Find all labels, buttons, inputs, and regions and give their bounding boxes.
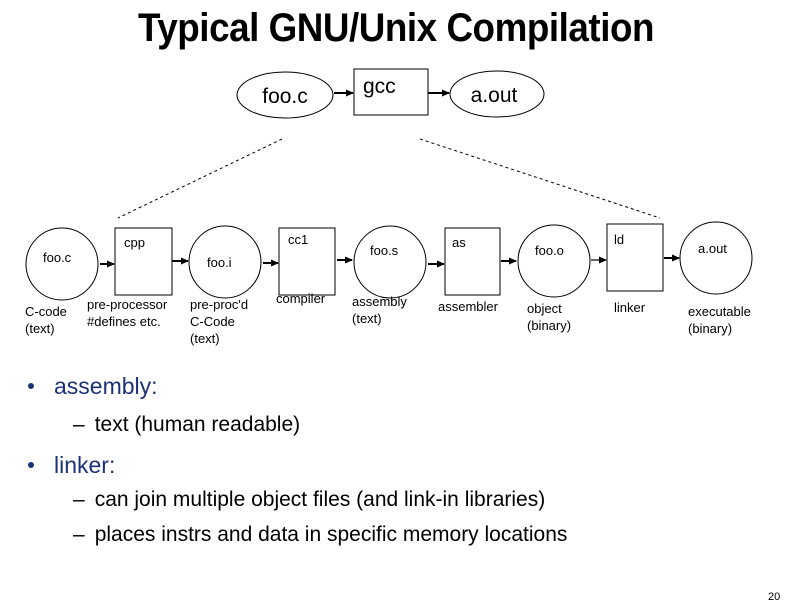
tool-node-as bbox=[444, 227, 501, 296]
sub-bullet-item: –can join multiple object files (and lin… bbox=[73, 488, 545, 512]
file-caption: (text) bbox=[190, 331, 220, 346]
file-caption: pre-proc'd bbox=[190, 297, 248, 312]
file-node-foo-s bbox=[353, 225, 427, 299]
bullet-dot-icon bbox=[28, 461, 34, 468]
file-node-foo-i bbox=[188, 225, 262, 299]
tool-caption: linker bbox=[614, 300, 646, 315]
bullet-item: linker: bbox=[28, 452, 115, 479]
file-caption: (binary) bbox=[527, 318, 571, 333]
overview-output-label: a.out bbox=[471, 84, 518, 107]
file-caption: (text) bbox=[25, 321, 55, 336]
dash-icon: – bbox=[73, 413, 85, 436]
tool-caption: compiler bbox=[276, 291, 326, 306]
sub-bullet-item: –text (human readable) bbox=[73, 413, 300, 437]
overview-row: foo.c gcc a.out bbox=[236, 68, 545, 119]
file-caption: C-Code bbox=[190, 314, 235, 329]
sub-bullet-item: –places instrs and data in specific memo… bbox=[73, 523, 567, 547]
file-node-foo-o bbox=[517, 224, 591, 298]
file-caption: object bbox=[527, 301, 562, 316]
dash-icon: – bbox=[73, 523, 85, 546]
slide-title: Typical GNU/Unix Compilation bbox=[137, 6, 655, 50]
dash-icon: – bbox=[73, 488, 85, 511]
pipeline-row: foo.c C-code (text) cpp pre-processor #d… bbox=[25, 221, 753, 346]
tool-node-ld bbox=[606, 223, 664, 292]
tool-label-ld: ld bbox=[614, 232, 624, 247]
file-label-a-out: a.out bbox=[698, 241, 727, 256]
file-label-foo-c: foo.c bbox=[43, 250, 72, 265]
file-label-foo-i: foo.i bbox=[207, 255, 232, 270]
overview-input-label: foo.c bbox=[262, 85, 308, 108]
tool-label-as: as bbox=[452, 235, 466, 250]
tool-caption: assembler bbox=[438, 299, 499, 314]
tool-caption: pre-processor bbox=[87, 297, 168, 312]
tool-label-cpp: cpp bbox=[124, 235, 145, 250]
bullet-dot-icon bbox=[28, 382, 34, 389]
file-label-foo-s: foo.s bbox=[370, 243, 399, 258]
expand-line-left bbox=[117, 138, 283, 219]
file-caption: C-code bbox=[25, 304, 67, 319]
expand-line-right bbox=[419, 138, 661, 219]
sub-bullet-text: text (human readable) bbox=[94, 413, 301, 436]
file-node-a-out bbox=[679, 221, 753, 295]
file-caption: (binary) bbox=[688, 321, 732, 336]
sub-bullet-text: can join multiple object files (and link… bbox=[94, 488, 546, 511]
page-number: 20 bbox=[768, 591, 781, 603]
bullet-item: assembly: bbox=[28, 373, 158, 400]
tool-label-cc1: cc1 bbox=[288, 232, 308, 247]
bullet-text: linker: bbox=[54, 452, 116, 478]
file-caption: (text) bbox=[352, 311, 382, 326]
sub-bullet-text: places instrs and data in specific memor… bbox=[94, 523, 568, 546]
file-node-foo-c bbox=[25, 227, 99, 301]
overview-input-node bbox=[236, 71, 334, 119]
tool-caption: #defines etc. bbox=[87, 314, 161, 329]
tool-node-cc1 bbox=[278, 227, 336, 296]
overview-tool-label: gcc bbox=[363, 75, 396, 98]
file-label-foo-o: foo.o bbox=[535, 243, 564, 258]
file-caption: executable bbox=[688, 304, 751, 319]
file-caption: assembly bbox=[352, 294, 407, 309]
overview-output-node bbox=[449, 70, 545, 118]
bullet-text: assembly: bbox=[54, 373, 158, 399]
